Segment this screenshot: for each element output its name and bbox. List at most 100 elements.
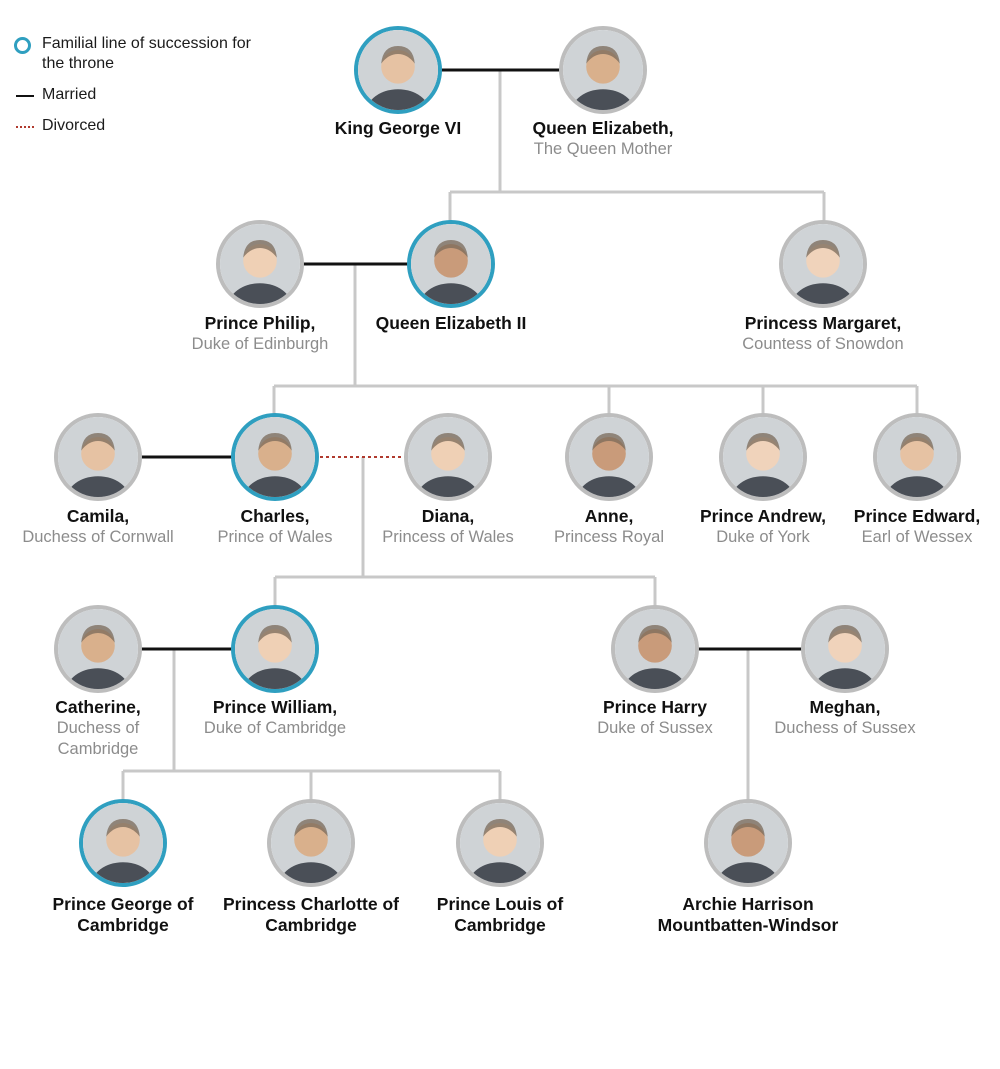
legend-succession-label: Familial line of succession for the thro… bbox=[42, 35, 251, 72]
legend-succession: Familial line of succession for the thro… bbox=[14, 34, 274, 72]
person-silhouette-icon bbox=[563, 30, 643, 110]
person-title: Duchess of Cambridge bbox=[56, 719, 140, 758]
person-silhouette-icon bbox=[235, 609, 315, 689]
portrait-camila bbox=[54, 413, 142, 501]
portrait-catherine bbox=[54, 605, 142, 693]
person-silhouette-icon bbox=[460, 803, 540, 883]
person-silhouette-icon bbox=[358, 30, 438, 110]
person-title: Countess of Snowdon bbox=[742, 335, 904, 353]
person-name: Charles, bbox=[240, 506, 310, 526]
person-label: Prince William, Duke of Cambridge bbox=[155, 697, 395, 739]
person-label: Prince George of Cambridge bbox=[48, 894, 198, 936]
person-title: The Queen Mother bbox=[533, 140, 673, 158]
portrait-margaret bbox=[779, 220, 867, 308]
person-name: Meghan, bbox=[809, 697, 881, 717]
legend-divorced-label: Divorced bbox=[42, 117, 106, 134]
portrait-elizabeth-ii bbox=[407, 220, 495, 308]
person-silhouette-icon bbox=[58, 417, 138, 497]
person-name: Diana, bbox=[421, 506, 475, 526]
person-label: Anne, Princess Royal bbox=[489, 506, 729, 548]
person-title: Princess Royal bbox=[553, 528, 665, 546]
legend-married-label: Married bbox=[42, 86, 97, 103]
person-name: Prince Louis of Cambridge bbox=[436, 894, 564, 935]
person-silhouette-icon bbox=[271, 803, 351, 883]
portrait-louis bbox=[456, 799, 544, 887]
descent-lines bbox=[121, 70, 919, 804]
person-label: Princess Charlotte of Cambridge bbox=[211, 894, 411, 936]
portrait-archie bbox=[704, 799, 792, 887]
person-label: Charles,Prince of Wales bbox=[155, 506, 395, 548]
person-silhouette-icon bbox=[411, 224, 491, 304]
person-silhouette-icon bbox=[877, 417, 957, 497]
person-name: King George VI bbox=[334, 118, 462, 138]
portrait-george bbox=[79, 799, 167, 887]
marriage-lines bbox=[140, 68, 803, 651]
person-silhouette-icon bbox=[58, 609, 138, 689]
person-name: Camila, bbox=[66, 506, 130, 526]
person-label: King George VI bbox=[278, 118, 518, 139]
person-title: Duchess of Sussex bbox=[774, 719, 916, 737]
portrait-anne bbox=[565, 413, 653, 501]
person-label: Catherine,Duchess of Cambridge bbox=[23, 697, 173, 760]
person-silhouette-icon bbox=[615, 609, 695, 689]
person-silhouette-icon bbox=[708, 803, 788, 883]
portrait-meghan bbox=[801, 605, 889, 693]
person-title: Duke of Edinburgh bbox=[191, 335, 329, 353]
person-title: Duke of York bbox=[716, 528, 810, 546]
legend-married: Married bbox=[14, 85, 274, 105]
person-label: Prince Andrew, Duke of York bbox=[643, 506, 883, 548]
portrait-harry bbox=[611, 605, 699, 693]
person-label: Prince Edward, Earl of Wessex bbox=[797, 506, 1000, 548]
descent-line-william-catherine-children bbox=[121, 649, 502, 802]
person-name: Anne, bbox=[584, 506, 634, 526]
portrait-charlotte bbox=[267, 799, 355, 887]
married-line-icon bbox=[16, 95, 34, 97]
person-label: Camila, Duchess of Cornwall bbox=[0, 506, 218, 548]
portrait-george-vi bbox=[354, 26, 442, 114]
person-title: Earl of Wessex bbox=[861, 528, 973, 546]
divorced-line-icon bbox=[16, 126, 34, 128]
legend-divorced: Divorced bbox=[14, 116, 274, 136]
person-name: Princess Margaret, bbox=[744, 313, 902, 333]
person-label: Meghan, Duchess of Sussex bbox=[725, 697, 965, 739]
portrait-philip bbox=[216, 220, 304, 308]
person-silhouette-icon bbox=[723, 417, 803, 497]
person-name: Archie Harrison Mountbatten-Windsor bbox=[657, 894, 839, 935]
person-label: Princess Margaret, Countess of Snowdon bbox=[703, 313, 943, 355]
person-silhouette-icon bbox=[805, 609, 885, 689]
person-name: Princess Charlotte of Cambridge bbox=[222, 894, 400, 935]
person-name: Prince Harry bbox=[602, 697, 708, 717]
person-silhouette-icon bbox=[408, 417, 488, 497]
person-label: Queen Elizabeth II bbox=[331, 313, 571, 334]
person-silhouette-icon bbox=[235, 417, 315, 497]
portrait-edward bbox=[873, 413, 961, 501]
person-silhouette-icon bbox=[569, 417, 649, 497]
legend: Familial line of succession for the thro… bbox=[14, 34, 274, 147]
person-title: Duchess of Cornwall bbox=[22, 528, 174, 546]
person-label: Prince Philip, Duke of Edinburgh bbox=[140, 313, 380, 355]
person-label: Diana, Princess of Wales bbox=[328, 506, 568, 548]
person-name: Prince George of Cambridge bbox=[52, 894, 194, 935]
descent-line-george-vi-children bbox=[448, 70, 826, 224]
succession-ring-icon bbox=[14, 37, 31, 54]
person-name: Prince Edward, bbox=[853, 506, 981, 526]
person-name: Prince Andrew, bbox=[699, 506, 827, 526]
person-label: Prince Louis of Cambridge bbox=[430, 894, 570, 936]
person-title: Duke of Cambridge bbox=[203, 719, 347, 737]
person-name: Catherine, bbox=[55, 697, 141, 717]
person-label: Archie Harrison Mountbatten-Windsor bbox=[638, 894, 858, 936]
descent-line-elizabeth-ii-children bbox=[272, 264, 919, 418]
person-silhouette-icon bbox=[220, 224, 300, 304]
person-name: Prince Philip, bbox=[204, 313, 316, 333]
portrait-queen-mother bbox=[559, 26, 647, 114]
person-name: Prince William, bbox=[212, 697, 338, 717]
person-name: Queen Elizabeth, bbox=[532, 118, 674, 138]
descent-line-charles-diana-children bbox=[273, 457, 657, 610]
person-label: Queen Elizabeth, The Queen Mother bbox=[483, 118, 723, 160]
portrait-charles bbox=[231, 413, 319, 501]
portrait-william bbox=[231, 605, 319, 693]
person-title: Princess of Wales bbox=[382, 528, 514, 546]
person-silhouette-icon bbox=[783, 224, 863, 304]
